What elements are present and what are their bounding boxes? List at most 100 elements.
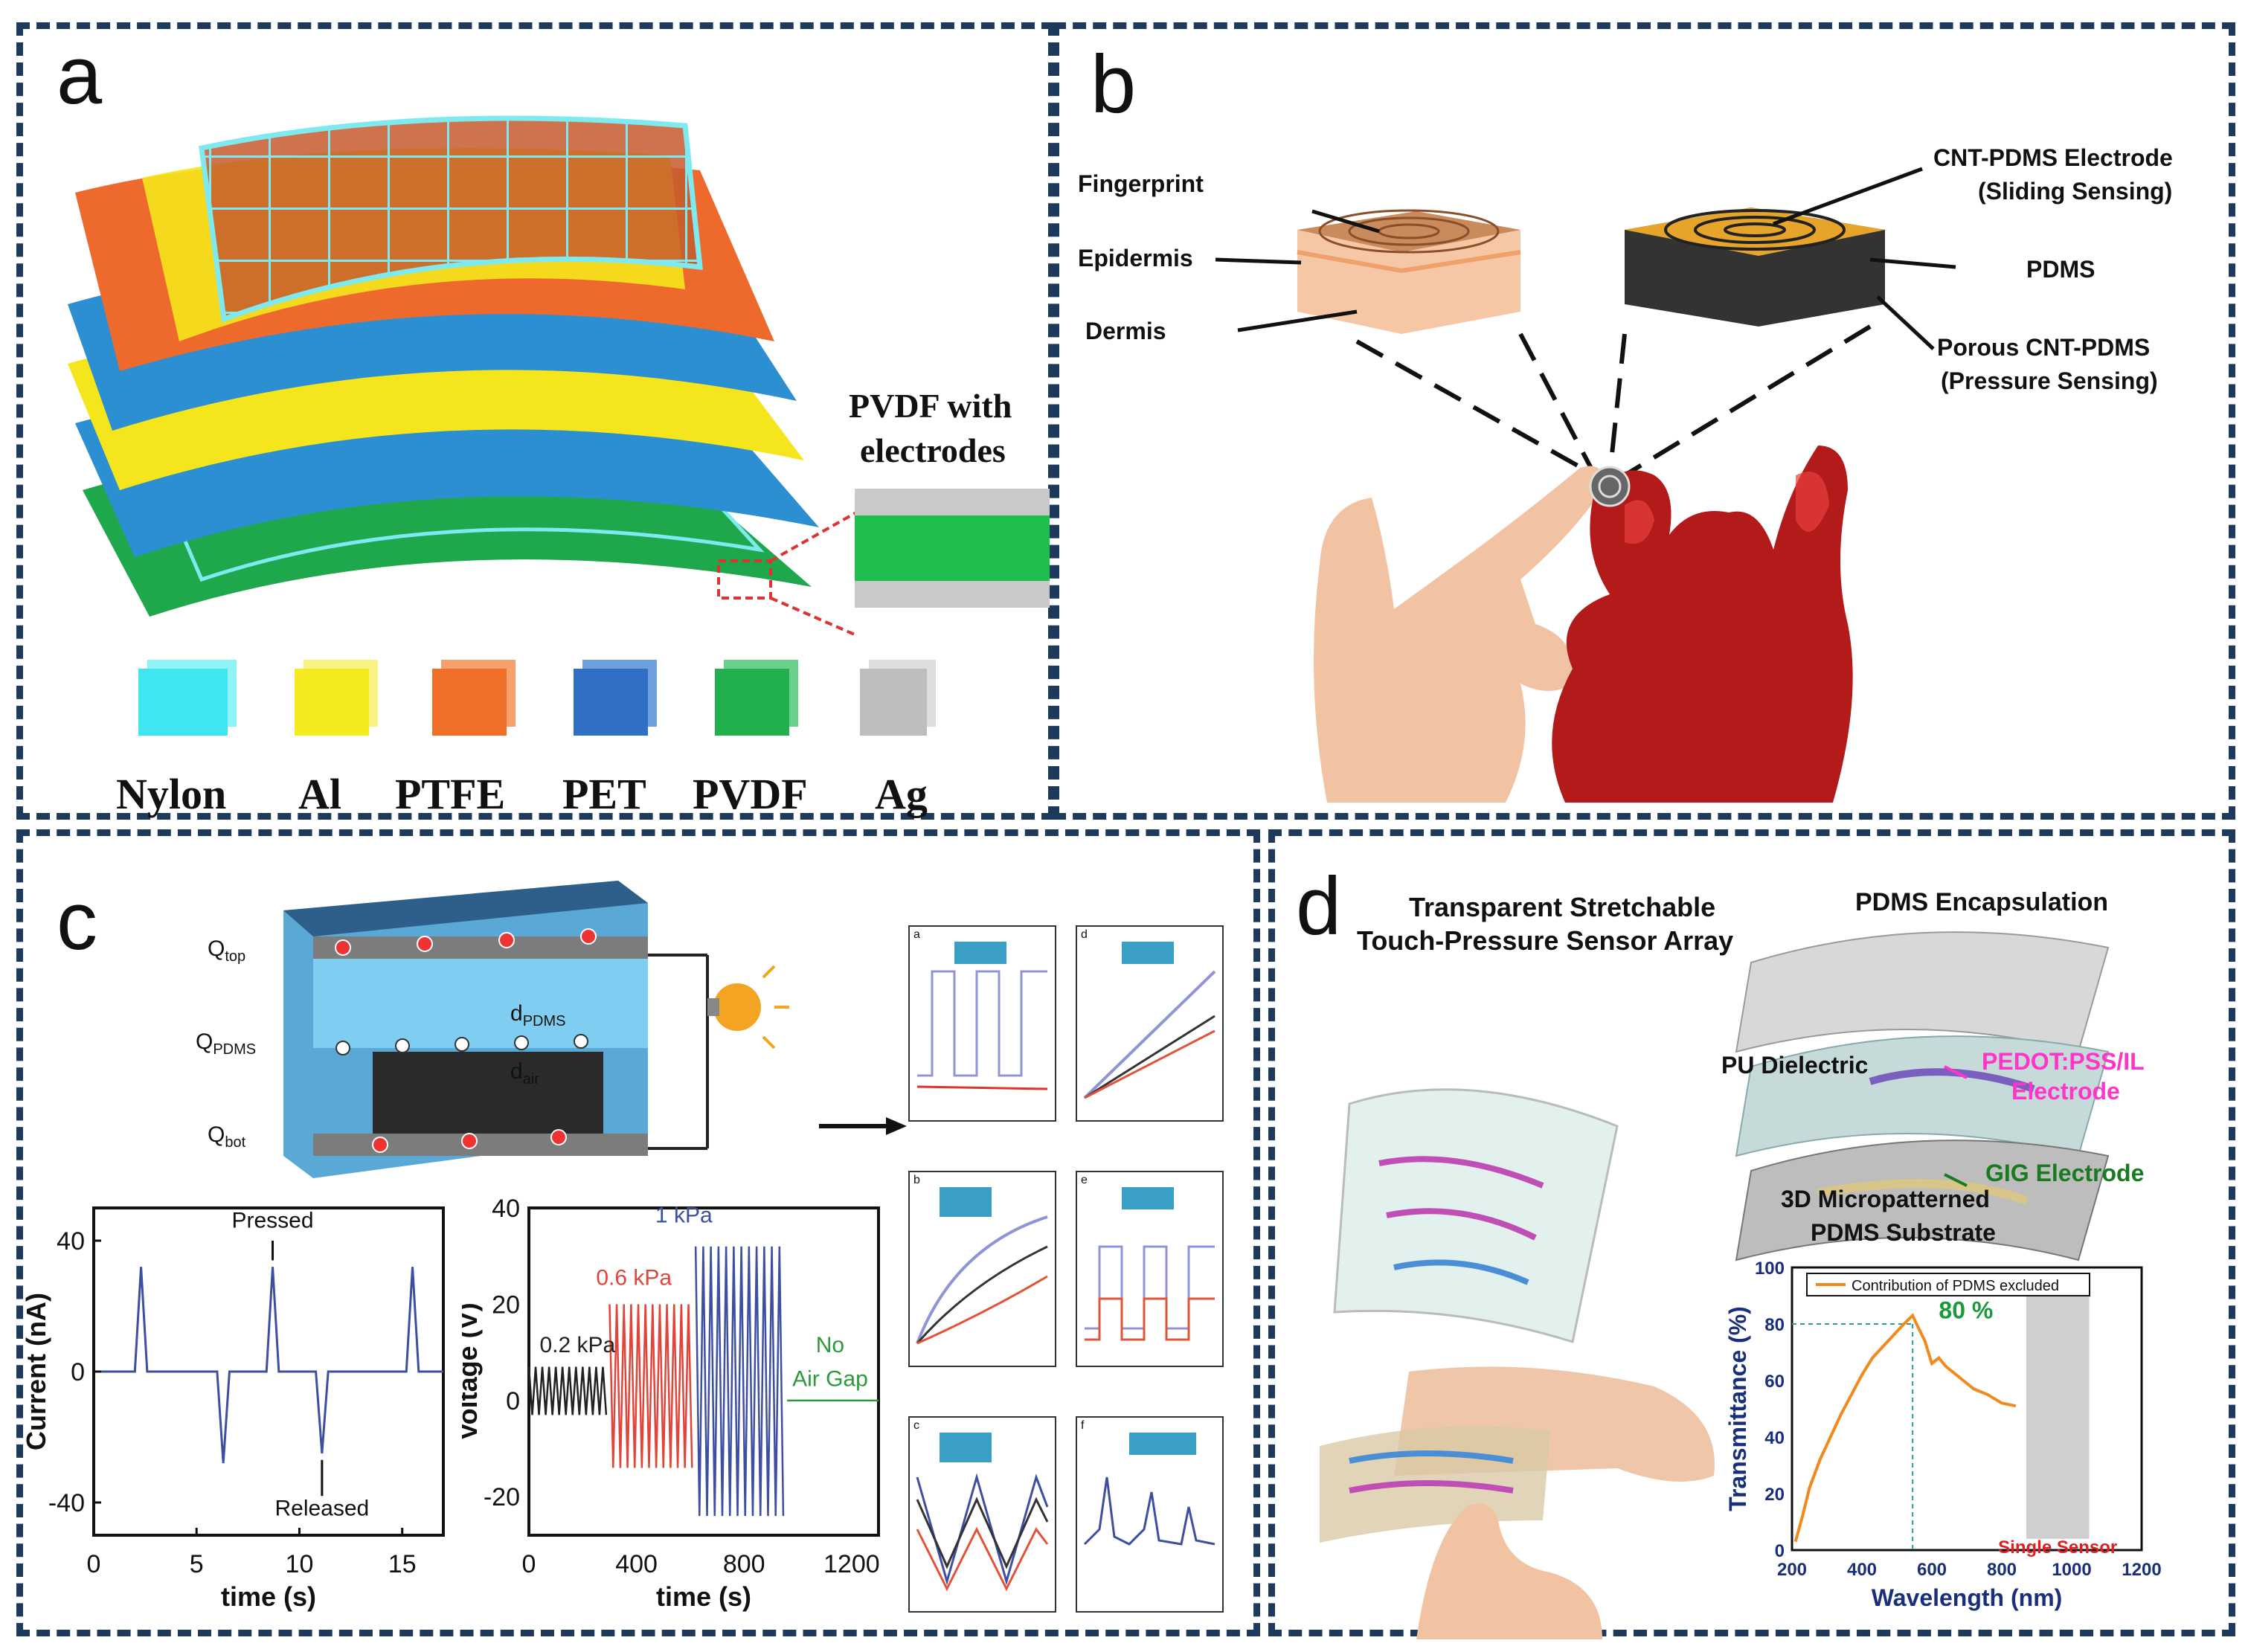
y-tick-label: 40 bbox=[1764, 1428, 1785, 1448]
series-label: 0.6 kPa bbox=[596, 1266, 672, 1291]
label-pdms: PDMS bbox=[2026, 256, 2096, 283]
y-tick-label: 0 bbox=[71, 1358, 85, 1386]
legend-label-ag: Ag bbox=[875, 770, 928, 818]
x-axis-label: time (s) bbox=[221, 1581, 316, 1612]
layer-stack-3d bbox=[1735, 931, 2110, 1262]
panel-d: d Transparent Stretchable Touch-Pressure… bbox=[1268, 829, 2235, 1639]
x-tick-label: 5 bbox=[190, 1550, 204, 1578]
transmittance-series-line bbox=[1793, 1313, 2017, 1543]
single-sensor-label: Single Sensor bbox=[1998, 1537, 2117, 1558]
panel-d-label: d bbox=[1296, 861, 1342, 952]
label-d-air: dair bbox=[510, 1059, 539, 1087]
panel-a-label: a bbox=[57, 30, 103, 121]
lightbulb-icon bbox=[713, 983, 761, 1031]
x-tick-label: 200 bbox=[1777, 1560, 1807, 1580]
annotation-pressed: Pressed bbox=[231, 1208, 313, 1232]
x-axis-label: time (s) bbox=[656, 1581, 751, 1612]
ag-swatch-icon bbox=[860, 669, 927, 736]
label-q-top: Qtop bbox=[208, 936, 246, 965]
series-label: 1 kPa bbox=[655, 1203, 713, 1227]
y-tick-label: 20 bbox=[492, 1291, 520, 1319]
y-tick-label: 0 bbox=[1775, 1541, 1785, 1561]
voltage-series-line bbox=[694, 1246, 785, 1517]
pvdf-swatch-icon bbox=[715, 669, 789, 736]
panel-a: a PVDF with electrodes bbox=[16, 22, 1055, 820]
plot-frame bbox=[1791, 1266, 2143, 1552]
legend-item-al bbox=[295, 669, 369, 736]
legend-label-pet: PET bbox=[562, 770, 646, 818]
label-pu-dielectric: PU Dielectric bbox=[1721, 1052, 1869, 1079]
mini-plot-letter: f bbox=[1081, 1419, 1085, 1432]
inset-label-line2: electrodes bbox=[860, 431, 1006, 469]
legend-box bbox=[1806, 1273, 2090, 1296]
current-series-line bbox=[94, 1267, 443, 1464]
label-d-pdms: dPDMS bbox=[510, 1001, 566, 1029]
label-pressure-sensing: (Pressure Sensing) bbox=[1941, 367, 2158, 394]
pet-swatch-icon bbox=[574, 669, 648, 736]
legend-label: Contribution of PDMS excluded bbox=[1852, 1278, 2059, 1294]
y-tick-label: 0 bbox=[506, 1387, 520, 1415]
legend-label-pvdf: PVDF bbox=[693, 770, 808, 818]
mini-plot-letter: a bbox=[913, 928, 920, 941]
legend-label-ptfe: PTFE bbox=[395, 770, 506, 818]
label-pdms-substrate: PDMS Substrate bbox=[1811, 1219, 1996, 1246]
label-gig-electrode: GIG Electrode bbox=[1985, 1160, 2145, 1186]
label-porous-cnt-pdms: Porous CNT-PDMS bbox=[1937, 334, 2151, 361]
y-axis-label: Current (nA) bbox=[23, 1293, 51, 1450]
annotation-released: Released bbox=[274, 1497, 369, 1521]
y-tick-label: -20 bbox=[484, 1483, 520, 1511]
legend-label-al: Al bbox=[298, 770, 341, 818]
y-tick-label: 100 bbox=[1755, 1259, 1785, 1279]
y-axis-label: Transmittance (%) bbox=[1724, 1306, 1751, 1511]
label-epidermis: Epidermis bbox=[1078, 245, 1193, 271]
label-pedot-1: PEDOT:PSS/IL bbox=[1982, 1048, 2145, 1075]
label-pedot-2: Electrode bbox=[2011, 1078, 2120, 1105]
y-tick-label: 60 bbox=[1764, 1372, 1785, 1392]
x-tick-label: 600 bbox=[1917, 1560, 1947, 1580]
series-label: 0.2 kPa bbox=[539, 1333, 615, 1357]
panel-d-title-line2: Touch-Pressure Sensor Array bbox=[1357, 925, 1734, 956]
mini-plot-e: e bbox=[1076, 1171, 1224, 1367]
mini-plot-c: c bbox=[908, 1416, 1056, 1613]
x-tick-label: 400 bbox=[1847, 1560, 1877, 1580]
legend-item-nylon bbox=[138, 669, 228, 736]
wrist-sensor-illustration bbox=[1320, 1088, 1715, 1639]
y-tick-label: -40 bbox=[48, 1489, 85, 1517]
x-tick-label: 400 bbox=[615, 1550, 658, 1578]
skin-sensor-illustration bbox=[1215, 167, 1956, 803]
mini-plot-letter: c bbox=[913, 1419, 919, 1432]
label-pdms-encapsulation: PDMS Encapsulation bbox=[1855, 888, 2109, 916]
x-tick-label: 0 bbox=[522, 1550, 536, 1578]
label-cnt-pdms-electrode: CNT-PDMS Electrode bbox=[1933, 144, 2173, 171]
panel-c-label: c bbox=[57, 875, 97, 967]
legend-item-pvdf bbox=[715, 669, 789, 736]
voltage-series-line bbox=[527, 1366, 608, 1415]
y-tick-label: 40 bbox=[57, 1227, 85, 1256]
x-tick-label: 1200 bbox=[823, 1550, 880, 1578]
voltage-series-line bbox=[608, 1304, 693, 1468]
legend-item-ptfe bbox=[432, 669, 507, 736]
mini-plot-d: d bbox=[1076, 925, 1224, 1122]
series-label-no-air-gap-line1: No bbox=[816, 1333, 844, 1357]
x-tick-label: 15 bbox=[388, 1550, 417, 1578]
label-3d-micropatterned: 3D Micropatterned bbox=[1781, 1186, 1990, 1212]
layer-stack-illustration bbox=[68, 115, 857, 637]
label-q-bot: Qbot bbox=[208, 1122, 246, 1151]
right-arrow-icon bbox=[819, 1117, 907, 1135]
y-tick-label: 80 bbox=[1764, 1315, 1785, 1335]
nylon-swatch-icon bbox=[138, 669, 228, 736]
y-tick-label: 20 bbox=[1764, 1485, 1785, 1505]
legend-item-ag bbox=[860, 669, 927, 736]
label-sliding-sensing: (Sliding Sensing) bbox=[1978, 178, 2173, 205]
label-q-pdms: QPDMS bbox=[196, 1029, 257, 1058]
mini-plot-letter: d bbox=[1081, 928, 1088, 941]
mini-plot-a: a bbox=[908, 925, 1056, 1122]
capacitor-device-illustration bbox=[283, 881, 789, 1178]
mini-plot-f: f bbox=[1076, 1416, 1224, 1613]
label-dermis: Dermis bbox=[1085, 318, 1166, 344]
x-tick-label: 1000 bbox=[2052, 1560, 2091, 1580]
mini-plot-letter: b bbox=[913, 1174, 920, 1186]
